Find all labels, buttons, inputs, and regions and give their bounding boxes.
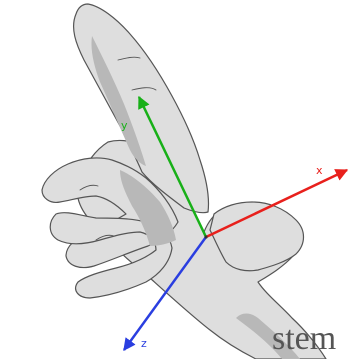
caption-text-fragment: stem: [272, 319, 336, 359]
y-axis-label: y: [121, 119, 128, 132]
z-axis-label: z: [141, 337, 147, 350]
axes-origin: [204, 235, 207, 238]
x-axis-label: x: [316, 164, 323, 177]
hand-illustration: [42, 4, 326, 359]
